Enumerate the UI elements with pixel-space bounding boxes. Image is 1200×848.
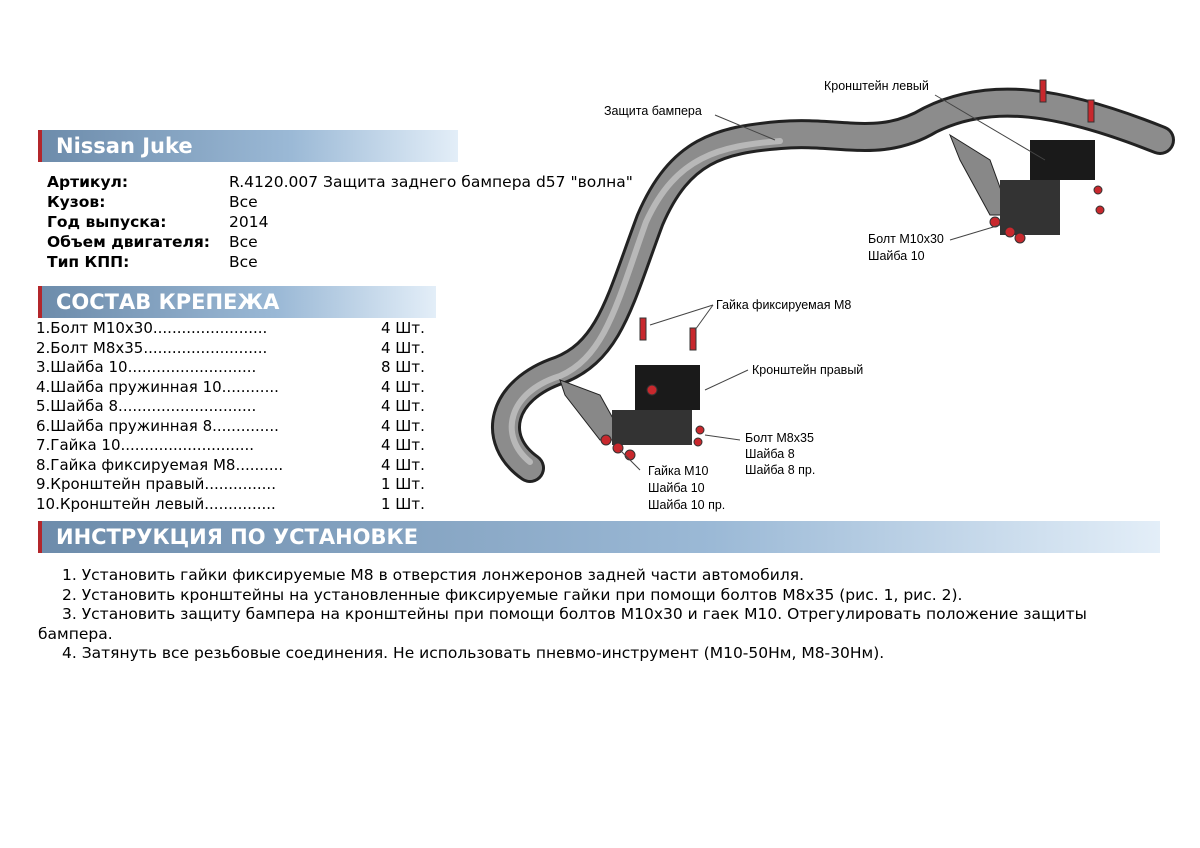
info-key: Артикул:: [47, 173, 129, 191]
fastener-qty: 4 Шт.: [381, 319, 425, 337]
fasteners-list: 1.Болт М10х30........................ 4 Ш…: [36, 319, 425, 514]
fastener-qty: 4 Шт.: [381, 416, 425, 435]
fastener-name: 4.Шайба пружинная 10............: [36, 377, 279, 396]
label-washer-8-spring: Шайба 8 пр.: [745, 463, 816, 477]
fastener-name: 3.Шайба 10...........................: [36, 358, 257, 376]
instruction-step: 1. Установить гайки фиксируемые М8 в отв…: [62, 566, 805, 584]
label-washer-8: Шайба 8: [745, 447, 795, 461]
label-bumper: Защита бампера: [604, 104, 702, 118]
label-washer-10b: Шайба 10: [648, 481, 705, 495]
fastener-qty: 4 Шт.: [381, 436, 425, 454]
fasteners-heading: СОСТАВ КРЕПЕЖА: [38, 286, 436, 318]
fastener-qty: 8 Шт.: [381, 358, 425, 376]
instructions-heading: ИНСТРУКЦИЯ ПО УСТАНОВКЕ: [38, 521, 1160, 553]
label-washer-10-spring: Шайба 10 пр.: [648, 498, 726, 512]
label-washer-10: Шайба 10: [868, 249, 925, 263]
info-key: Объем двигателя:: [47, 233, 210, 251]
label-bolt-m8: Болт М8х35: [745, 431, 814, 445]
fastener-qty: 4 Шт.: [381, 397, 425, 415]
instruction-step: 3. Установить защиту бампера на кронштей…: [38, 605, 1087, 643]
model-title: Nissan Juke: [38, 130, 458, 162]
instruction-step: 4. Затянуть все резьбовые соединения. Не…: [62, 644, 885, 662]
label-right-bracket: Кронштейн правый: [752, 363, 864, 377]
bumper-tube: [491, 87, 1175, 483]
fastener-qty: 1 Шт.: [381, 475, 425, 493]
fastener-name: 8.Гайка фиксируемая М8..........: [36, 455, 284, 474]
fastener-name: 9.Кронштейн правый...............: [36, 475, 276, 493]
info-value: 2014: [229, 213, 269, 231]
info-value: Все: [229, 193, 258, 211]
label-nut-m10: Гайка М10: [648, 464, 709, 478]
right-bracket: [559, 365, 700, 445]
label-left-bracket: Кронштейн левый: [824, 79, 929, 93]
info-value: Все: [229, 253, 258, 271]
info-key: Год выпуска:: [47, 213, 167, 231]
instruction-step: 2. Установить кронштейны на установленны…: [62, 585, 963, 604]
label-bolt-m10: Болт М10х30: [868, 232, 944, 246]
fastener-qty: 1 Шт.: [381, 494, 425, 513]
fastener-qty: 4 Шт.: [381, 455, 425, 474]
fastener-name: 2.Болт М8х35..........................: [36, 338, 268, 357]
fastener-name: 10.Кронштейн левый...............: [36, 494, 276, 513]
left-bracket: [948, 133, 1095, 235]
fastener-qty: 4 Шт.: [381, 377, 425, 396]
info-key: Тип КПП:: [47, 253, 130, 271]
fastener-qty: 4 Шт.: [381, 338, 425, 357]
instructions-list: 1. Установить гайки фиксируемые М8 в отв…: [38, 566, 1158, 664]
fastener-name: 5.Шайба 8.............................: [36, 397, 257, 415]
info-table: Артикул: R.4120.007 Защита заднего бампер…: [47, 172, 633, 272]
info-value: Все: [229, 233, 258, 251]
info-key: Кузов:: [47, 193, 106, 211]
leader-lines: [619, 94, 1046, 471]
fastener-name: 1.Болт М10х30........................: [36, 319, 268, 337]
label-nut-m8: Гайка фиксируемая М8: [716, 298, 852, 312]
fastener-name: 6.Шайба пружинная 8..............: [36, 416, 279, 435]
info-value: R.4120.007 Защита заднего бампера d57 "в…: [229, 173, 633, 191]
fastener-name: 7.Гайка 10............................: [36, 436, 255, 454]
